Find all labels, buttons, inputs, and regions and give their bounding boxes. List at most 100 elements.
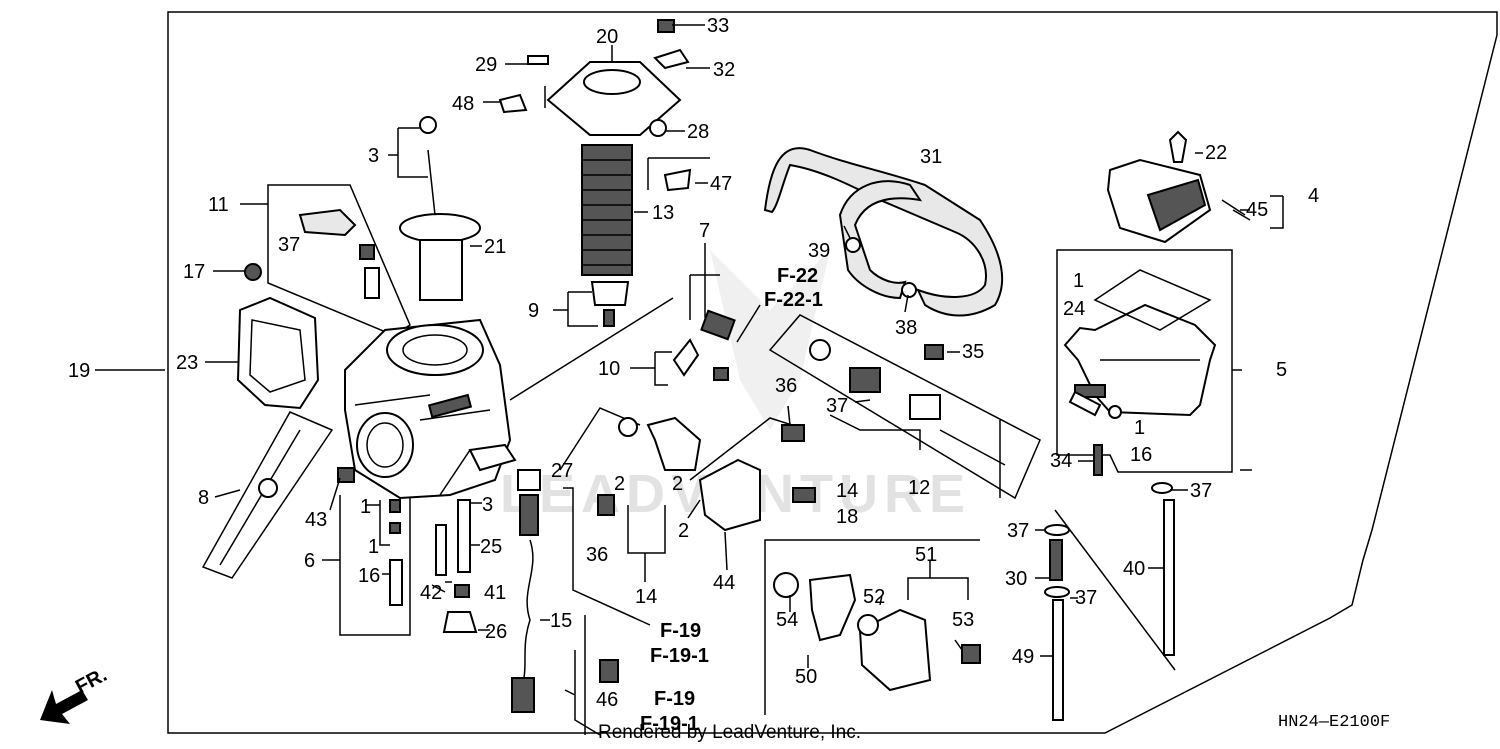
leader-lines — [95, 24, 1284, 736]
ref-f19-a: F-19 — [660, 620, 701, 642]
piston-9 — [590, 281, 630, 327]
callout-40: 40 — [1123, 558, 1145, 580]
callout-41: 41 — [484, 582, 506, 604]
callout-3-b: 3 — [482, 494, 493, 516]
callout-51: 51 — [915, 544, 937, 566]
group-line-10 — [509, 297, 674, 401]
carburetor-body — [344, 318, 517, 500]
float-bowl-group-box — [1056, 249, 1233, 473]
callout-32: 32 — [713, 59, 735, 81]
callout-19: 19 — [68, 360, 90, 382]
callout-14-a: 14 — [836, 480, 858, 502]
callout-21: 21 — [484, 236, 506, 258]
callout-5: 5 — [1276, 359, 1287, 381]
callout-36-a: 36 — [775, 375, 797, 397]
small-parts — [244, 19, 1246, 683]
callout-49: 49 — [1012, 646, 1034, 668]
callout-37-c: 37 — [1190, 480, 1212, 502]
callout-28: 28 — [687, 121, 709, 143]
diaphragm-21 — [399, 149, 481, 301]
callout-16-b: 16 — [358, 565, 380, 587]
diagram-code: HN24—E2100F — [1278, 713, 1390, 732]
needle-jets-6 — [389, 499, 478, 633]
callout-23: 23 — [176, 352, 198, 374]
callout-1-d: 1 — [368, 536, 379, 558]
callout-54: 54 — [776, 609, 798, 631]
callout-8: 8 — [198, 487, 209, 509]
callout-37-a: 37 — [278, 234, 300, 256]
group-line-44 — [689, 417, 793, 481]
top-cap-23 — [236, 296, 320, 410]
callout-48: 48 — [452, 93, 474, 115]
outer-frame — [167, 11, 1498, 734]
callout-24: 24 — [1063, 298, 1085, 320]
callout-27: 27 — [551, 460, 573, 482]
group-box-6 — [339, 495, 411, 636]
spring-13 — [581, 144, 633, 276]
callout-14-b: 14 — [635, 586, 657, 608]
callout-13: 13 — [652, 202, 674, 224]
ref-f19-1-a: F-19-1 — [650, 645, 709, 667]
callout-17: 17 — [183, 261, 205, 283]
callout-12: 12 — [908, 477, 930, 499]
page-references: F-22 F-22-1 F-19 F-19-1 F-19 F-19-1 — [640, 265, 823, 735]
callout-3-a: 3 — [368, 145, 379, 167]
sensor-15 — [511, 469, 541, 713]
screw-group-box — [768, 314, 1041, 500]
callout-39: 39 — [808, 240, 830, 262]
callout-38: 38 — [895, 317, 917, 339]
callout-10: 10 — [598, 358, 620, 380]
callout-18: 18 — [836, 506, 858, 528]
ref-f19-1-b: F-19-1 — [640, 713, 699, 735]
front-arrow: FR. — [40, 664, 111, 724]
callout-42: 42 — [420, 582, 442, 604]
callout-29: 29 — [475, 54, 497, 76]
ref-f22: F-22 — [777, 265, 818, 287]
callout-46: 46 — [596, 689, 618, 711]
callout-1-c: 1 — [360, 496, 371, 518]
vacuum-cover — [546, 61, 682, 136]
throttle-sensor-44 — [618, 416, 761, 532]
callout-37-b: 37 — [826, 395, 848, 417]
callout-22: 22 — [1205, 142, 1227, 164]
callout-7: 7 — [699, 220, 710, 242]
callout-52: 52 — [863, 586, 885, 608]
callout-25: 25 — [480, 536, 502, 558]
callout-36-b: 36 — [586, 544, 608, 566]
credit-text: Rendered by LeadVenture, Inc. — [598, 722, 861, 743]
callout-6: 6 — [304, 550, 315, 572]
callout-9: 9 — [528, 300, 539, 322]
callout-1-a: 1 — [1073, 270, 1084, 292]
callout-45: 45 — [1246, 199, 1268, 221]
callout-15: 15 — [550, 610, 572, 632]
breather-tube — [763, 147, 1004, 317]
ref-f22-1: F-22-1 — [764, 289, 823, 311]
callout-37-d: 37 — [1007, 520, 1029, 542]
callout-16-a: 16 — [1130, 444, 1152, 466]
callout-2-b: 2 — [678, 520, 689, 542]
sensor-group-box — [764, 539, 980, 715]
callout-37-e: 37 — [1075, 587, 1097, 609]
callout-35: 35 — [962, 341, 984, 363]
callout-2-c: 2 — [672, 473, 683, 495]
screw-set-8 — [219, 429, 301, 566]
hose-11 — [298, 208, 380, 299]
callout-43: 43 — [305, 509, 327, 531]
callout-53: 53 — [952, 609, 974, 631]
callout-30: 30 — [1005, 568, 1027, 590]
callout-50: 50 — [795, 666, 817, 688]
callout-11: 11 — [208, 194, 229, 216]
callout-labels: 19 11 37 17 23 8 43 6 3 21 29 48 20 33 3… — [68, 15, 1319, 711]
callout-26: 26 — [485, 621, 507, 643]
callout-47: 47 — [710, 173, 732, 195]
sensor-50 — [773, 572, 932, 692]
float-bowl — [1063, 269, 1217, 417]
callout-44: 44 — [713, 572, 735, 594]
callout-4: 4 — [1308, 185, 1319, 207]
callout-33: 33 — [707, 15, 729, 37]
callout-31: 31 — [920, 146, 942, 168]
rods — [1044, 444, 1176, 721]
callout-2-a: 2 — [614, 473, 625, 495]
group-box-8 — [201, 411, 334, 579]
